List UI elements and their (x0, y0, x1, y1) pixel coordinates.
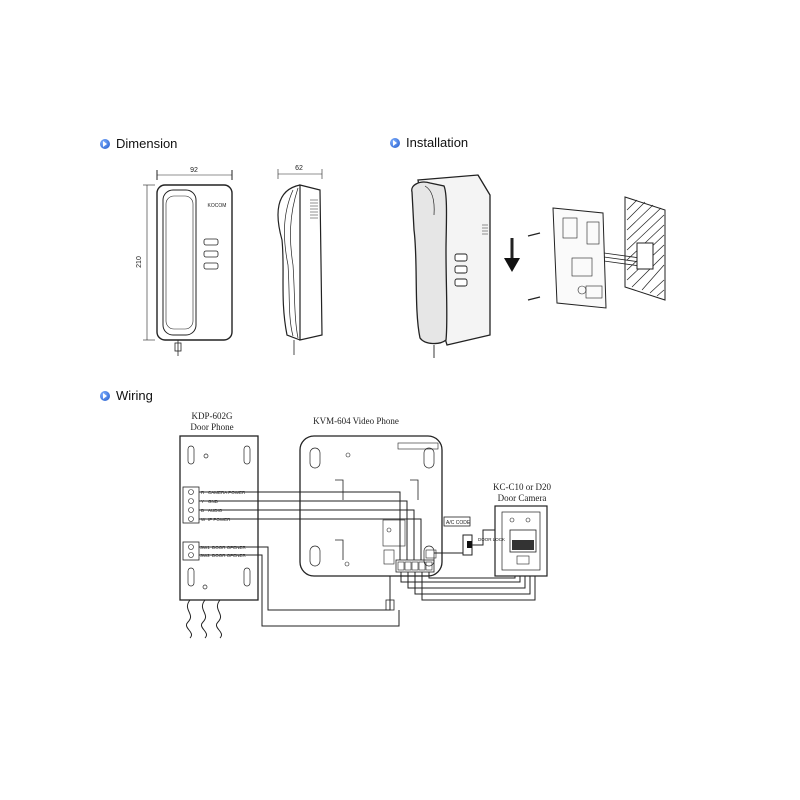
bullet-icon (100, 390, 110, 401)
door-phone-unit (179, 435, 259, 639)
installation-heading: Installation (390, 135, 468, 150)
camera-model: KC-C10 or D20 (493, 482, 551, 492)
dimension-heading: Dimension (100, 136, 177, 151)
front-view: 92 210 KOCOM (136, 167, 233, 356)
brand-logo: KOCOM (208, 203, 227, 209)
video-phone-unit (299, 435, 443, 577)
bullet-icon (100, 138, 110, 149)
height-label: 210 (136, 256, 143, 268)
wiring-lines (199, 491, 536, 627)
dimension-title: Dimension (116, 136, 178, 151)
terminal-labels: R CAMERA POWER Y GND B AUDIO W IP POWER … (200, 490, 247, 558)
door-lock-label: DOOR LOCK (478, 537, 505, 542)
width-label: 92 (190, 167, 198, 174)
door-camera-unit (494, 505, 548, 577)
arrow-down-icon (504, 258, 520, 272)
installation-view (411, 174, 666, 358)
camera-type: Door Camera (498, 493, 547, 503)
ac-code-label: A/C CODE (446, 520, 471, 526)
door-phone-type: Door Phone (190, 422, 233, 432)
installation-title: Installation (406, 135, 469, 150)
wiring-heading: Wiring (100, 388, 153, 403)
door-phone-model: KDP-602G (191, 411, 233, 421)
wiring-title: Wiring (116, 388, 153, 403)
bullet-icon (390, 137, 400, 148)
side-view: 62 (277, 165, 323, 355)
video-phone-label: KVM-604 Video Phone (313, 416, 399, 426)
depth-label: 62 (295, 165, 303, 172)
